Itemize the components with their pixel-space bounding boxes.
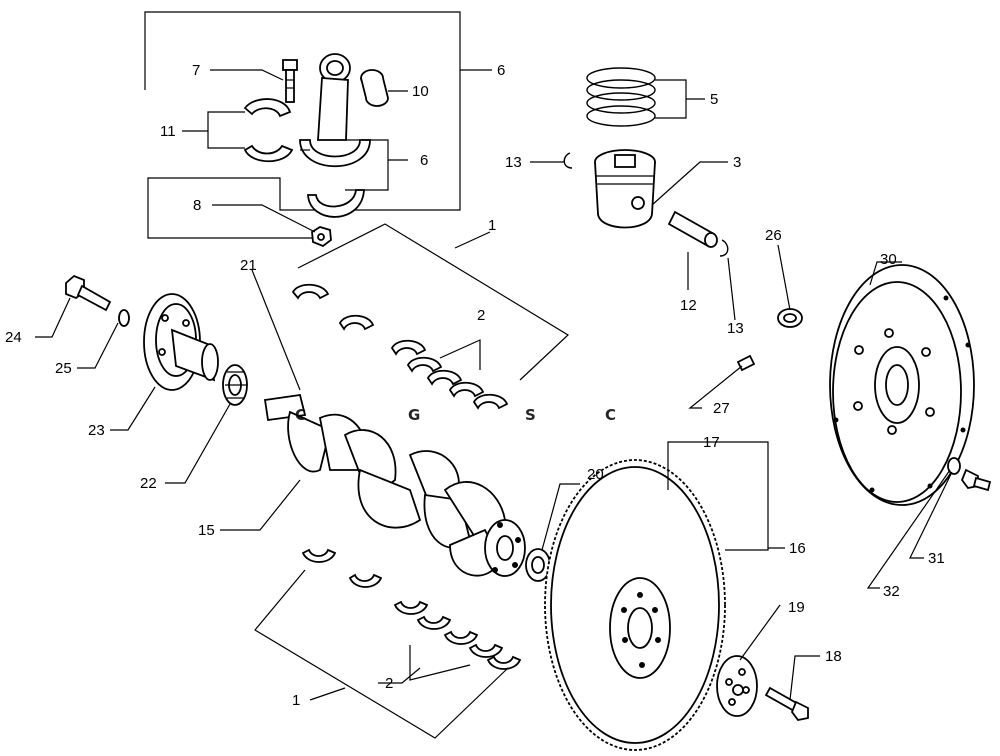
callout-18: 18 (825, 648, 842, 665)
callout-3: 3 (733, 154, 741, 171)
callout-11: 11 (160, 123, 176, 140)
callout-32: 32 (883, 583, 900, 600)
callout-5: 5 (710, 91, 718, 108)
callout-13a: 13 (505, 154, 522, 171)
callout-19: 19 (788, 599, 805, 616)
callout-labels: 7 6 10 11 6 8 5 13 3 1 26 30 21 2 12 13 … (5, 62, 945, 709)
callout-1b: 1 (292, 692, 300, 709)
flywheel-bolt (764, 686, 809, 721)
callout-2b: 2 (385, 675, 393, 692)
watermark-letter-2: G (408, 406, 420, 424)
callout-12: 12 (680, 297, 697, 314)
flywheel (544, 459, 726, 751)
callout-27: 27 (713, 400, 730, 417)
pilot-bearing (525, 548, 551, 582)
flywheel-bracket (667, 441, 769, 551)
main-bearing-shells-upper (291, 283, 509, 410)
pulley-bolt (65, 274, 112, 312)
callout-13b: 13 (727, 320, 744, 337)
callout-16: 16 (789, 540, 806, 557)
leader-lines (35, 69, 953, 701)
thrust-bracket-lower (409, 645, 471, 681)
flex-plate (829, 264, 975, 506)
lock-plate (716, 655, 758, 717)
callout-7: 7 (192, 62, 200, 79)
callout-24: 24 (5, 329, 22, 346)
callout-21: 21 (240, 257, 257, 274)
crank-pulley (143, 293, 219, 391)
watermark-letter-1: C (295, 406, 306, 424)
callout-2a: 2 (477, 307, 485, 324)
watermark-letter-4: C (605, 406, 616, 424)
woodruff-key-line (251, 269, 301, 391)
main-bearing-bracket-lower (254, 569, 509, 739)
callout-17: 17 (703, 434, 720, 451)
main-bearing-shells-lower (301, 548, 522, 670)
circlip-upper (563, 152, 573, 169)
flexplate-bolt (960, 468, 992, 492)
callout-23: 23 (88, 422, 105, 439)
piston-rings (586, 67, 705, 127)
pulley-washer (118, 309, 130, 327)
callout-25: 25 (55, 360, 72, 377)
callout-31: 31 (928, 550, 945, 567)
callout-22: 22 (140, 475, 157, 492)
rod-bush (360, 69, 389, 107)
oil-seal (777, 308, 803, 328)
flexplate-washer (947, 457, 961, 475)
thrust-bracket-upper (439, 339, 481, 370)
callout-6a: 6 (497, 62, 505, 79)
watermark: C G S C (295, 406, 616, 424)
rod-bearing-shells (243, 98, 294, 163)
main-bearing-bracket-upper (297, 223, 569, 381)
callout-26: 26 (765, 227, 782, 244)
rod-bolt (282, 59, 298, 103)
rod-nut (311, 226, 332, 248)
connecting-rod-bracket (144, 11, 492, 239)
circlip-lower (719, 239, 729, 257)
crank-gear (222, 364, 248, 406)
connecting-rod (299, 53, 371, 218)
piston-pin (667, 210, 718, 248)
callout-6b: 6 (420, 152, 428, 169)
watermark-letter-3: S (525, 406, 536, 424)
piston (594, 149, 656, 229)
callout-8: 8 (193, 197, 201, 214)
callout-1a: 1 (488, 217, 496, 234)
crankshaft (263, 393, 526, 577)
callout-20: 20 (587, 466, 604, 483)
callout-10: 10 (412, 83, 429, 100)
callout-30: 30 (880, 251, 897, 268)
callout-15: 15 (198, 522, 215, 539)
